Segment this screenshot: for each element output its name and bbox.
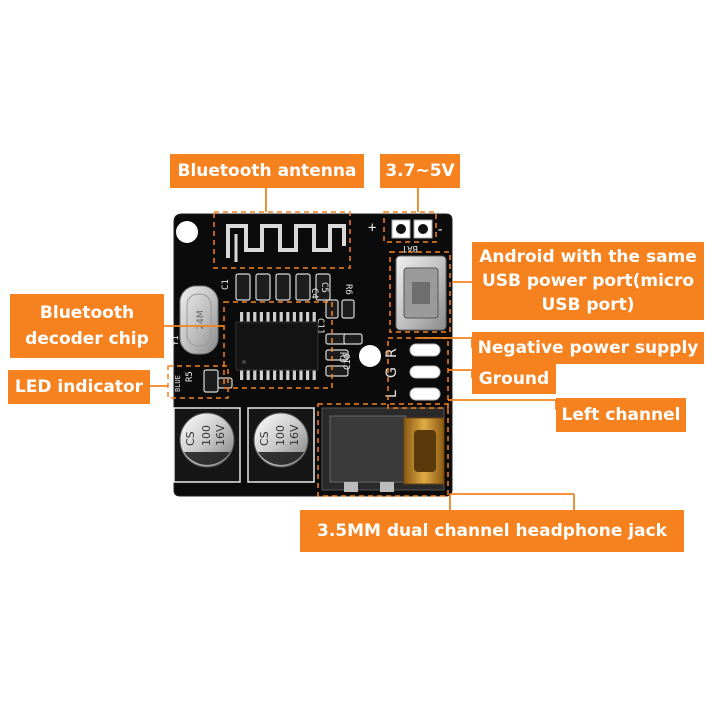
chip-pin (246, 312, 250, 322)
headphone-jack (321, 407, 445, 492)
crystal-label: 24M (196, 310, 206, 329)
silk-c10: C10 (343, 354, 353, 370)
silk-r6: R6 (343, 284, 353, 295)
label-decoder-chip: Bluetooth decoder chip (10, 294, 164, 358)
silk-y1: Y1 (171, 335, 181, 346)
decoder-chip (235, 312, 319, 380)
chip-pin (299, 370, 303, 380)
audio-pads (409, 343, 441, 401)
label-usb-power-port: Android with the same USB power port(mic… (472, 242, 704, 320)
label-left-channel: Left channel (556, 398, 686, 432)
silk-c4: C4 (309, 288, 319, 299)
capacitor-1: CS 100 16V (173, 407, 241, 483)
cap2-cs: CS (258, 431, 271, 446)
chip-pin (259, 370, 263, 380)
silk-blue: BLUE (174, 375, 182, 392)
silk-r5: R5 (185, 371, 195, 382)
chip-pin (292, 312, 296, 322)
cap1-100: 100 (200, 425, 213, 446)
label-voltage: 3.7~5V (380, 154, 460, 188)
chip-pin (253, 370, 257, 380)
chip-pin (246, 370, 250, 380)
label-usb-line3: USB port) (541, 295, 635, 315)
bluetooth-antenna (226, 224, 346, 262)
crystal-oscillator: 24M (179, 285, 219, 355)
cap1-16v: 16V (214, 424, 227, 446)
chip-pin (286, 370, 290, 380)
silk-r3: R3 (337, 352, 347, 363)
mounting-hole-icon (359, 345, 381, 367)
chip-pin (306, 370, 310, 380)
silk-c5: C5 (319, 282, 329, 293)
label-led-indicator: LED indicator (8, 370, 150, 404)
chip-pin (240, 312, 244, 322)
cap2-16v: 16V (288, 424, 301, 446)
chip-pin (279, 370, 283, 380)
chip-pin (279, 312, 283, 322)
chip-pin (266, 312, 270, 322)
chip-pin (312, 370, 316, 380)
silk-plus: + (368, 220, 376, 236)
label-usb-line2: USB power port(micro (481, 271, 695, 291)
chip-pin (292, 370, 296, 380)
silk-bat: BAT (401, 243, 418, 253)
silk-r: R (384, 348, 400, 358)
silk-minus: - (436, 222, 444, 238)
chip-pin (259, 312, 263, 322)
silk-c1: C1 (221, 279, 231, 290)
chip-pin (273, 370, 277, 380)
chip-pin (240, 370, 244, 380)
highlight-boxes (167, 211, 451, 497)
silk-g: G (384, 367, 400, 378)
label-negative-power: Negative power supply (472, 332, 704, 364)
label-usb-line1: Android with the same (479, 247, 697, 267)
chip-pin (273, 312, 277, 322)
label-decoder-line2: decoder chip (25, 329, 149, 349)
silk-c11: C11 (315, 318, 325, 334)
chip-pin (286, 312, 290, 322)
label-decoder-line1: Bluetooth (39, 303, 135, 323)
capacitor-2: CS 100 16V (247, 407, 315, 483)
chip-pin (299, 312, 303, 322)
label-bluetooth-antenna: Bluetooth antenna (170, 154, 364, 188)
mounting-hole-icon (176, 221, 198, 243)
chip-pin (266, 370, 270, 380)
label-ground: Ground (472, 364, 556, 394)
cap1-cs: CS (184, 431, 197, 446)
chip-pin (312, 312, 316, 322)
chip-pin (253, 312, 257, 322)
power-pin-header (391, 219, 433, 239)
chip-pin (306, 312, 310, 322)
silk-l: L (384, 390, 400, 398)
label-headphone-jack: 3.5MM dual channel headphone jack (300, 510, 684, 552)
cap2-100: 100 (274, 425, 287, 446)
micro-usb-port (395, 255, 447, 331)
